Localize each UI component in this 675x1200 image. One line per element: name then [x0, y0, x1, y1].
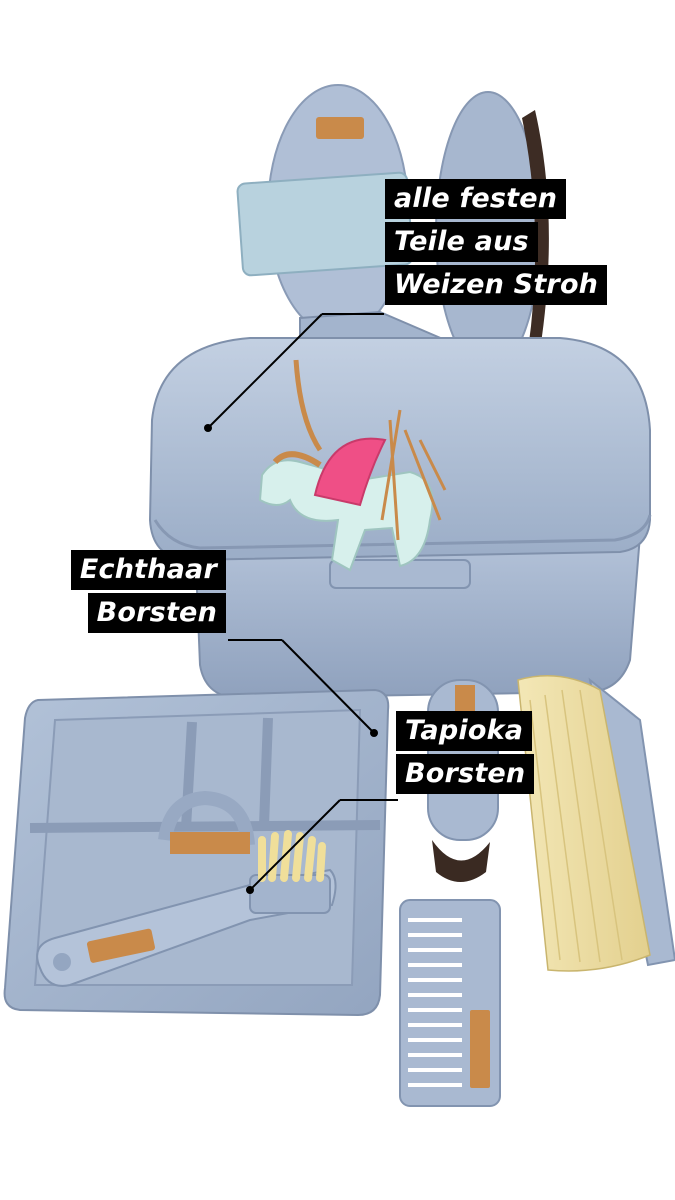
callout-straw: alle festen Teile aus Weizen Stroh — [385, 179, 608, 308]
callout-tapioka: Tapioka Borsten — [396, 711, 535, 797]
mane-comb — [399, 899, 501, 1107]
callout-tapioka-line-1: Tapioka — [396, 711, 533, 751]
callout-straw-line-1: alle festen — [385, 179, 567, 219]
callout-straw-line-2: Teile aus — [385, 222, 538, 262]
leather-tag — [316, 117, 364, 139]
callout-echthaar-line-1: Echthaar — [70, 550, 226, 590]
callout-tapioka-line-2: Borsten — [396, 754, 535, 794]
oval-body-brush — [236, 84, 414, 336]
callout-echthaar-line-2: Borsten — [87, 593, 226, 633]
callout-straw-line-3: Weizen Stroh — [385, 265, 608, 305]
dandy-brush — [517, 675, 675, 972]
horse-brand-logo-icon — [470, 1010, 490, 1088]
callout-echthaar: Echthaar Borsten — [50, 550, 226, 636]
